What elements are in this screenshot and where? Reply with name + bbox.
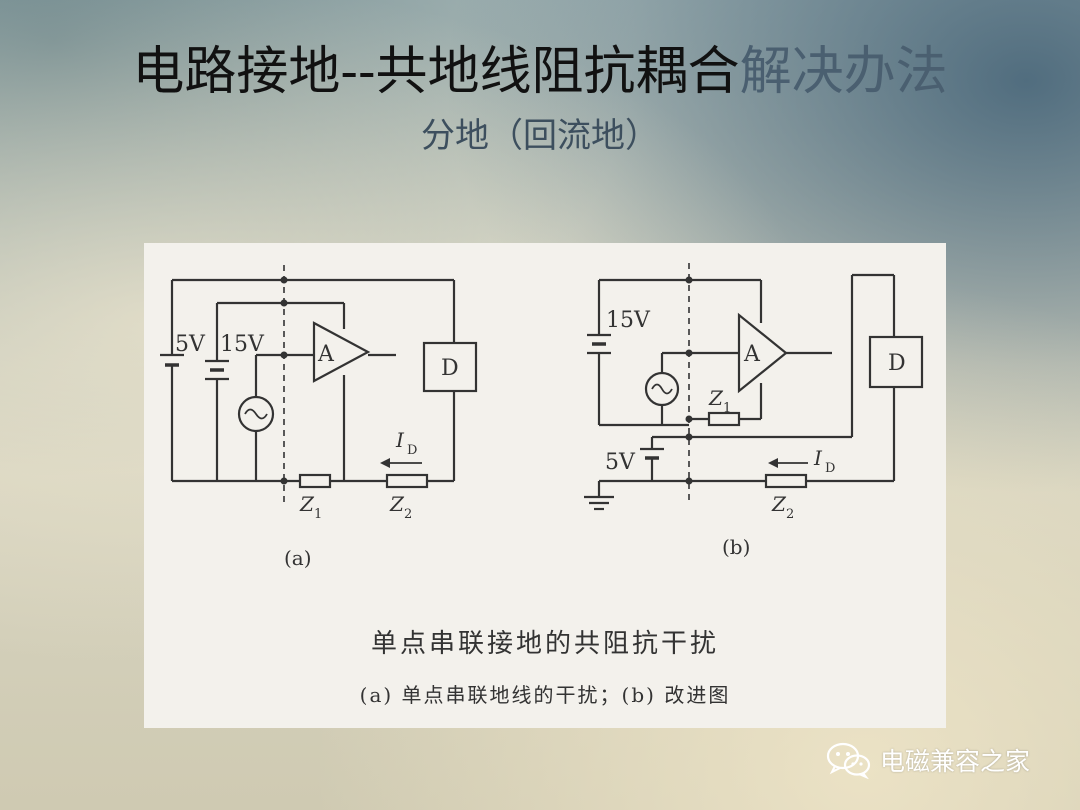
diagram-b-shape bbox=[685, 276, 693, 485]
label-15v-b: 15V bbox=[606, 308, 651, 333]
diagram-a-shape bbox=[244, 408, 268, 420]
z2-label-a: Z bbox=[389, 492, 405, 516]
current-label-a: I bbox=[395, 428, 405, 452]
caption-b: (b) bbox=[722, 535, 750, 559]
z2-sub-a: 2 bbox=[404, 507, 412, 522]
watermark: 电磁兼容之家 bbox=[826, 740, 1030, 780]
diagram-b-shape bbox=[685, 477, 693, 485]
slide-subtitle: 分地（回流地） bbox=[421, 116, 659, 156]
device-label-a: D bbox=[441, 356, 459, 381]
circuit-figure: 5V 15V A D I D Z 1 Z 2 (a) bbox=[144, 243, 946, 728]
ground-icon bbox=[584, 495, 614, 511]
diagram-b-shape bbox=[685, 276, 693, 284]
label-5v-a: 5V bbox=[175, 332, 206, 357]
current-sub-a: D bbox=[407, 443, 417, 458]
diagram-b-shape bbox=[685, 433, 693, 441]
diagram-b-shape bbox=[685, 415, 693, 423]
slide-title-main: 电路接地--共地线阻抗耦合 bbox=[132, 42, 740, 102]
device-label-b: D bbox=[888, 351, 906, 376]
diagram-a-shape bbox=[280, 351, 288, 359]
diagram-a-shape bbox=[280, 276, 288, 485]
z2-sub-b: 2 bbox=[786, 507, 794, 522]
wechat-icon bbox=[826, 742, 871, 779]
diagram-a-shape bbox=[280, 477, 288, 485]
caption-a: (a) bbox=[284, 546, 312, 570]
diagram-a-labels: 5V 15V A D I D Z 1 Z 2 (a) bbox=[175, 332, 459, 570]
current-sub-b: D bbox=[825, 461, 835, 476]
z1-sub-b: 1 bbox=[723, 401, 731, 416]
diagram-b-labels: 15V 5V A D I D Z 1 Z 2 (b) bbox=[605, 308, 906, 559]
diagram-b bbox=[584, 263, 924, 511]
amp-label-a: A bbox=[317, 342, 335, 367]
amp-label-b: A bbox=[743, 342, 761, 367]
device-d-box bbox=[422, 341, 478, 393]
z1-label-b: Z bbox=[708, 386, 724, 410]
amplifier-a-icon bbox=[312, 321, 371, 383]
slide-title-accent: 解决办法 bbox=[739, 42, 948, 102]
diagram-a bbox=[160, 265, 478, 505]
label-5v-b: 5V bbox=[605, 450, 636, 475]
figure-caption-main: 单点串联接地的共阻抗干扰 bbox=[370, 629, 719, 659]
diagram-b-shape bbox=[685, 349, 693, 357]
impedance-z1-b-icon bbox=[707, 411, 741, 427]
z1-label-a: Z bbox=[299, 492, 315, 516]
battery-5v-b-icon bbox=[640, 447, 664, 460]
watermark-text: 电磁兼容之家 bbox=[880, 747, 1031, 776]
current-label-b: I bbox=[813, 446, 823, 470]
diagram-a-shape bbox=[280, 299, 288, 307]
slide-title: 电路接地--共地线阻抗耦合解决办法 bbox=[0, 40, 1080, 104]
figure-caption-sub: (a) 单点串联地线的干扰；(b) 改进图 bbox=[359, 683, 731, 707]
diagram-a-shape bbox=[280, 276, 288, 284]
label-15v-a: 15V bbox=[220, 332, 265, 357]
device-d-b-box bbox=[868, 335, 924, 389]
z2-label-b: Z bbox=[771, 492, 787, 516]
impedance-z1-icon bbox=[298, 473, 332, 489]
circuit-diagrams: 5V 15V A D I D Z 1 Z 2 (a) bbox=[160, 263, 924, 570]
impedance-z2-icon bbox=[385, 473, 429, 489]
diagram-b-shape bbox=[651, 383, 673, 395]
diagram-a-shape bbox=[380, 458, 390, 468]
impedance-z2-b-icon bbox=[764, 473, 808, 489]
diagram-b-shape bbox=[768, 458, 778, 468]
battery-15v-icon bbox=[205, 359, 229, 381]
z1-sub-a: 1 bbox=[314, 507, 322, 522]
battery-15v-b-icon bbox=[587, 333, 611, 355]
